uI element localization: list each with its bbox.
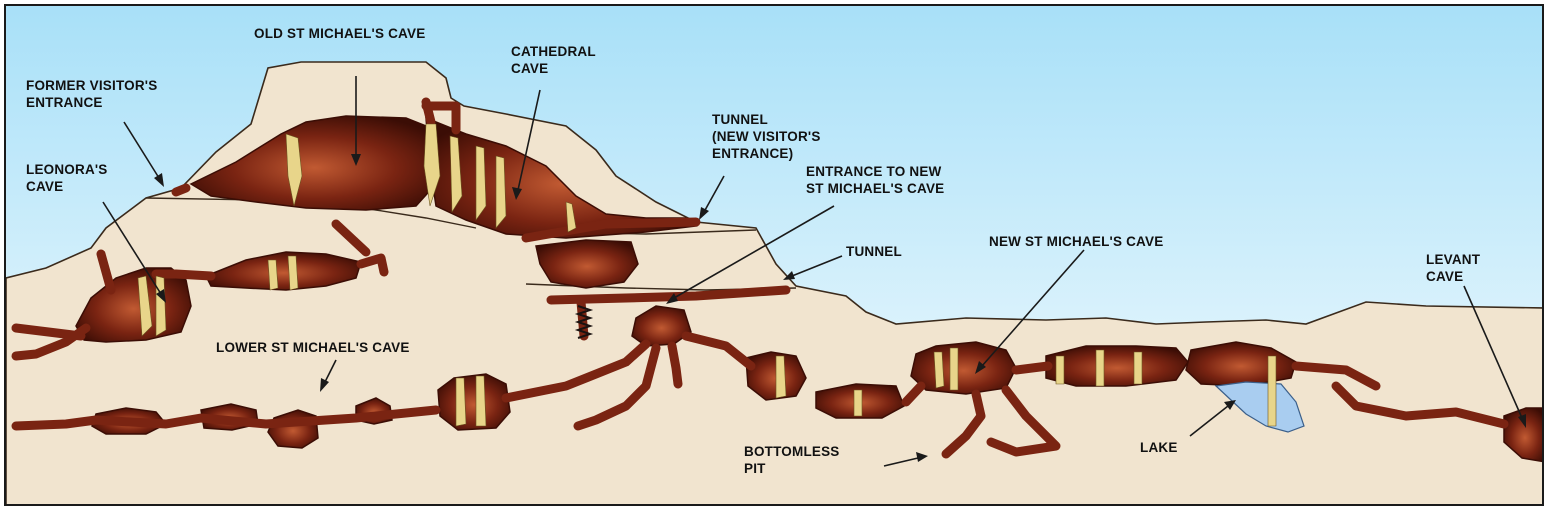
arrow-old-st-michaels xyxy=(351,154,361,166)
leader-lake xyxy=(1189,405,1229,437)
arrow-tunnel-new-entrance xyxy=(699,207,709,220)
label-tunnel: TUNNEL xyxy=(846,244,902,259)
leader-tunnel xyxy=(791,255,843,277)
entrance-chamber xyxy=(535,239,639,289)
lake-water xyxy=(1214,381,1305,433)
leader-cathedral xyxy=(517,89,541,191)
leader-leonoras xyxy=(102,201,162,295)
label-former-entrance-line1: FORMER VISITOR'S xyxy=(26,78,157,93)
arrow-tunnel xyxy=(783,271,795,280)
label-lake: LAKE xyxy=(1140,440,1178,455)
label-leonoras-cave-line2: CAVE xyxy=(26,179,63,194)
new-st-michaels-cave-chamber xyxy=(910,341,1017,395)
levant-cave-chamber xyxy=(1503,407,1542,463)
cave-passages xyxy=(11,97,1509,459)
label-entrance-new-line1: ENTRANCE TO NEW xyxy=(806,164,942,179)
arrow-entrance-new xyxy=(666,293,678,304)
leader-lines xyxy=(102,76,1526,467)
label-tunnel-new-entrance-line2: (NEW VISITOR'S xyxy=(712,129,821,144)
arrow-new-st-michaels xyxy=(975,361,986,374)
arrow-lower-st-michaels xyxy=(320,378,329,392)
label-tunnel-new-entrance-line3: ENTRANCE) xyxy=(712,146,793,161)
leader-tunnel-new-entrance xyxy=(703,175,725,213)
cave-diagram-frame: OLD ST MICHAEL'S CAVE CATHEDRAL CAVE FOR… xyxy=(4,4,1544,506)
label-lower-st-michaels-cave: LOWER ST MICHAEL'S CAVE xyxy=(216,340,410,355)
leader-lower-st-michaels xyxy=(324,359,337,383)
arrow-lake xyxy=(1224,400,1236,410)
label-bottomless-pit-line1: BOTTOMLESS xyxy=(744,444,840,459)
leader-new-st-michaels xyxy=(981,249,1085,367)
label-levant-cave-line2: CAVE xyxy=(1426,269,1463,284)
upper-gallery-chamber xyxy=(204,251,362,291)
stalactite-formations xyxy=(137,123,1277,427)
labels: OLD ST MICHAEL'S CAVE CATHEDRAL CAVE FOR… xyxy=(26,26,1481,476)
cave-cross-section-diagram: OLD ST MICHAEL'S CAVE CATHEDRAL CAVE FOR… xyxy=(6,6,1542,504)
label-old-st-michaels-cave: OLD ST MICHAEL'S CAVE xyxy=(254,26,425,41)
leader-entrance-new xyxy=(673,205,835,299)
arrow-bottomless-pit xyxy=(916,452,928,462)
label-former-entrance-line2: ENTRANCE xyxy=(26,95,103,110)
label-tunnel-new-entrance-line1: TUNNEL xyxy=(712,112,768,127)
lower-chamber-1 xyxy=(437,373,511,431)
arrow-former-entrance xyxy=(154,173,164,187)
label-entrance-new-line2: ST MICHAEL'S CAVE xyxy=(806,181,944,196)
label-cathedral-cave-line2: CAVE xyxy=(511,61,548,76)
arrow-cathedral xyxy=(512,187,522,200)
leader-levant xyxy=(1463,285,1523,419)
label-leonoras-cave-line1: LEONORA'S xyxy=(26,162,108,177)
arrow-levant xyxy=(1518,414,1526,428)
leader-bottomless-pit xyxy=(883,457,919,467)
upper-east-chamber xyxy=(1045,345,1189,387)
arrow-leonoras xyxy=(156,289,166,303)
leader-former-entrance xyxy=(123,121,160,179)
spiral-staircase xyxy=(574,305,594,339)
label-bottomless-pit-line2: PIT xyxy=(744,461,766,476)
label-levant-cave-line1: LEVANT xyxy=(1426,252,1481,267)
label-new-st-michaels-cave: NEW ST MICHAEL'S CAVE xyxy=(989,234,1163,249)
label-cathedral-cave-line1: CATHEDRAL xyxy=(511,44,596,59)
